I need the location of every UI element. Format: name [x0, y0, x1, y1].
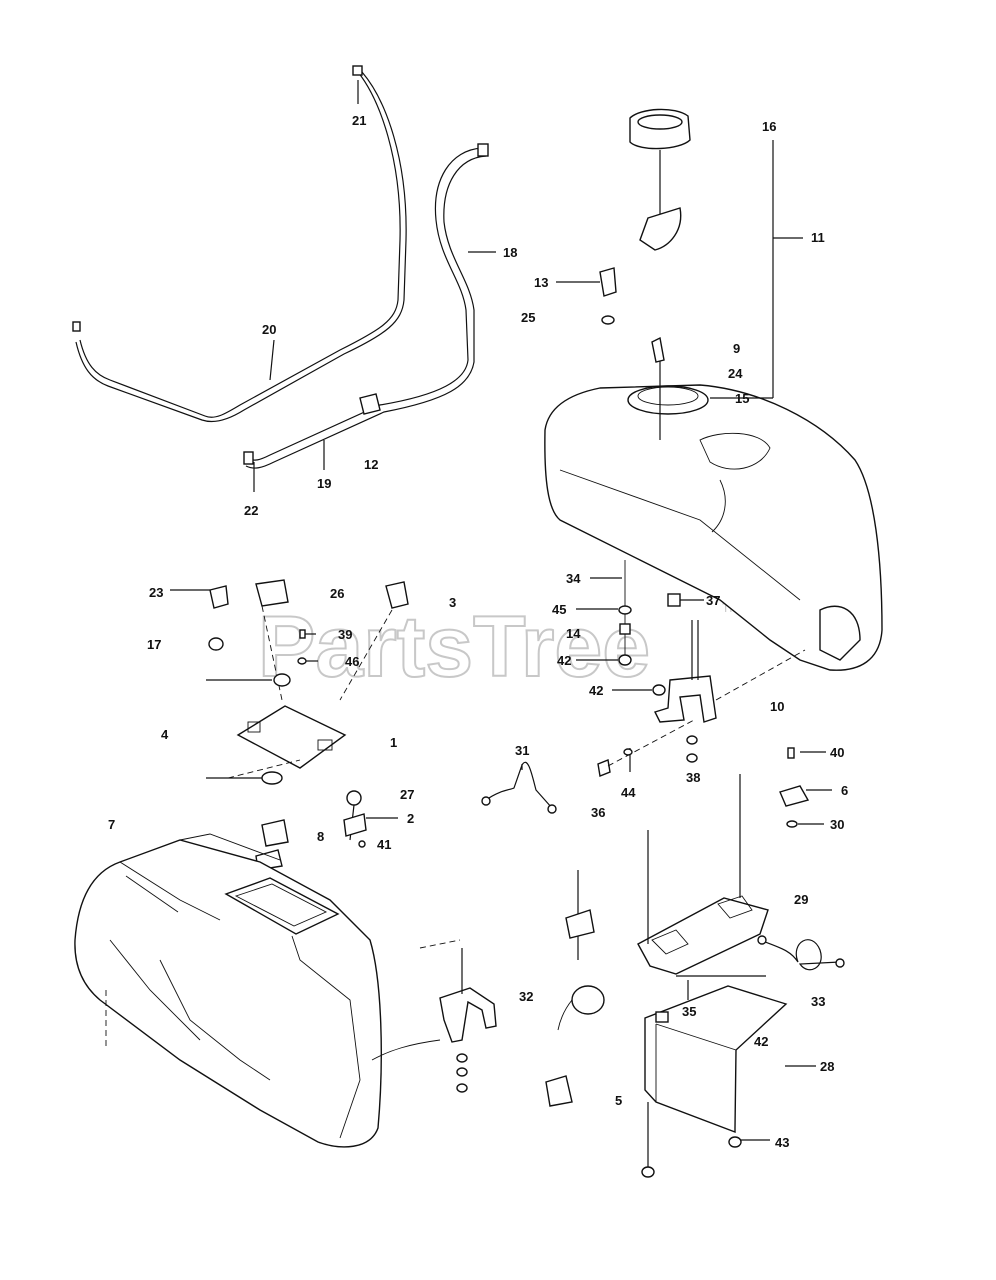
label-2: 2 [407, 811, 414, 826]
label-9: 9 [733, 341, 740, 356]
fuel-cap-16 [629, 108, 691, 251]
label-23: 23 [149, 585, 163, 600]
label-11: 11 [811, 230, 825, 245]
label-8: 8 [317, 829, 324, 844]
label-24: 24 [728, 366, 743, 381]
control-panel-4 [227, 705, 347, 871]
label-39: 39 [338, 627, 352, 642]
label-7: 7 [108, 817, 115, 832]
battery-28 [641, 985, 788, 1178]
label-37: 37 [706, 593, 720, 608]
label-41: 41 [377, 837, 391, 852]
label-44: 44 [621, 785, 636, 800]
label-32: 32 [519, 989, 533, 1004]
label-36: 36 [591, 805, 605, 820]
label-43: 43 [775, 1135, 789, 1150]
part-labels: 21 16 18 11 13 25 20 9 24 15 12 19 22 34… [108, 113, 848, 1150]
label-28: 28 [820, 1059, 834, 1074]
fuel-valve-13 [599, 267, 617, 325]
label-42-c: 42 [754, 1034, 768, 1049]
label-46: 46 [345, 654, 359, 669]
label-35: 35 [682, 1004, 696, 1019]
bracket-11 [710, 140, 803, 399]
label-17: 17 [147, 637, 161, 652]
label-26: 26 [330, 586, 344, 601]
label-33: 33 [811, 994, 825, 1009]
bracket-32 [439, 948, 497, 1093]
label-18: 18 [503, 245, 517, 260]
leader-lines [170, 80, 832, 1141]
label-13: 13 [534, 275, 548, 290]
label-25: 25 [521, 310, 535, 325]
throttle-lever-2 [343, 790, 367, 848]
switch-6 [779, 747, 810, 828]
watermark-text: PartsTree [258, 599, 650, 695]
label-31: 31 [515, 743, 529, 758]
solenoid-assembly [545, 870, 605, 1107]
label-27: 27 [400, 787, 414, 802]
label-22: 22 [244, 503, 258, 518]
label-5: 5 [615, 1093, 622, 1108]
label-21: 21 [352, 113, 366, 128]
label-42-b: 42 [589, 683, 603, 698]
label-6: 6 [841, 783, 848, 798]
label-19: 19 [317, 476, 331, 491]
label-3: 3 [449, 595, 456, 610]
label-30: 30 [830, 817, 844, 832]
label-4: 4 [161, 727, 169, 742]
label-15: 15 [735, 391, 749, 406]
bracket-10 [654, 620, 806, 723]
label-16: 16 [762, 119, 776, 134]
fuel-tank-15 [544, 336, 883, 671]
label-12: 12 [364, 457, 378, 472]
label-1: 1 [390, 735, 397, 750]
hardware-36-44 [597, 719, 698, 777]
label-14: 14 [566, 626, 581, 641]
label-42-a: 42 [557, 653, 571, 668]
cable-33 [757, 935, 845, 971]
hose-21 [72, 65, 407, 423]
fender-7 [74, 833, 461, 1148]
label-34: 34 [566, 571, 581, 586]
label-29: 29 [794, 892, 808, 907]
hose-18-19 [243, 143, 489, 469]
label-10: 10 [770, 699, 784, 714]
label-45: 45 [552, 602, 566, 617]
label-20: 20 [262, 322, 276, 337]
label-40: 40 [830, 745, 844, 760]
cable-31 [481, 761, 557, 814]
label-38: 38 [686, 770, 700, 785]
battery-tray-29 [637, 774, 769, 977]
control-components [208, 579, 409, 701]
